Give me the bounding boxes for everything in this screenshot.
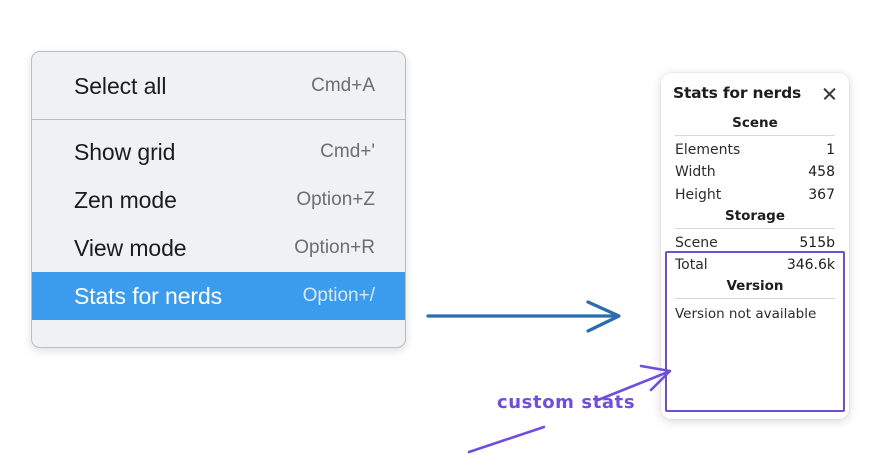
- stat-row-width: Width 458: [673, 162, 837, 185]
- menu-item-shortcut: Option+R: [294, 237, 375, 258]
- menu-item-shortcut: Option+Z: [296, 189, 375, 210]
- menu-item-shortcut: Cmd+A: [311, 75, 375, 96]
- section-rule: [675, 228, 835, 230]
- section-heading-scene: Scene: [732, 115, 778, 132]
- menu-item-label: View mode: [74, 234, 187, 261]
- menu-item-label: Show grid: [74, 138, 176, 165]
- menu-item-label: Zen mode: [74, 186, 177, 213]
- stat-value: 515b: [799, 234, 835, 251]
- context-menu[interactable]: Select all Cmd+A Show grid Cmd+' Zen mod…: [31, 51, 406, 348]
- purple-arrow-lower-icon: [467, 425, 546, 454]
- section-heading-version: Version: [726, 278, 784, 295]
- close-icon[interactable]: [822, 86, 837, 101]
- stat-row-height: Height 367: [673, 184, 837, 207]
- section-rule: [675, 298, 835, 300]
- menu-item-label: Select all: [74, 72, 167, 99]
- menu-item-shortcut: Option+/: [302, 285, 375, 306]
- stats-panel-header: Stats for nerds: [673, 84, 837, 102]
- menu-item-zen-mode[interactable]: Zen mode Option+Z: [32, 176, 405, 224]
- blue-arrow-icon: [426, 300, 621, 333]
- menu-item-view-mode[interactable]: View mode Option+R: [32, 224, 405, 272]
- menu-item-label: Stats for nerds: [74, 282, 223, 309]
- menu-item-shortcut: Cmd+': [320, 141, 375, 162]
- stat-label: Scene: [675, 234, 718, 251]
- version-not-available-text: Version not available: [675, 306, 817, 323]
- menu-divider: [32, 119, 405, 120]
- custom-stats-annotation-label: custom stats: [497, 392, 636, 413]
- stats-panel-title: Stats for nerds: [673, 84, 802, 102]
- stat-row-storage-scene: Scene 515b: [673, 232, 837, 255]
- stat-label: Elements: [675, 141, 741, 158]
- stat-value: 367: [808, 186, 835, 203]
- stat-row-elements: Elements 1: [673, 139, 837, 162]
- section-heading-storage: Storage: [724, 208, 786, 225]
- menu-item-show-grid[interactable]: Show grid Cmd+': [32, 128, 405, 176]
- menu-group-1: Select all Cmd+A: [32, 52, 405, 119]
- stat-label: Width: [675, 164, 716, 181]
- menu-item-select-all[interactable]: Select all Cmd+A: [32, 62, 405, 110]
- stats-for-nerds-panel: Stats for nerds Scene Elements 1 Width 4…: [661, 73, 849, 419]
- section-rule: [675, 135, 835, 137]
- stat-value: 1: [826, 141, 835, 158]
- stat-value: 458: [808, 164, 835, 181]
- menu-item-stats-for-nerds[interactable]: Stats for nerds Option+/: [32, 272, 405, 320]
- stat-label: Height: [675, 186, 722, 203]
- menu-group-2: Show grid Cmd+' Zen mode Option+Z View m…: [32, 120, 405, 330]
- stat-value: 346.6k: [786, 257, 835, 274]
- stat-label: Total: [675, 257, 708, 274]
- purple-arrow-upper-icon: [596, 364, 672, 402]
- stat-row-storage-total: Total 346.6k: [673, 255, 837, 278]
